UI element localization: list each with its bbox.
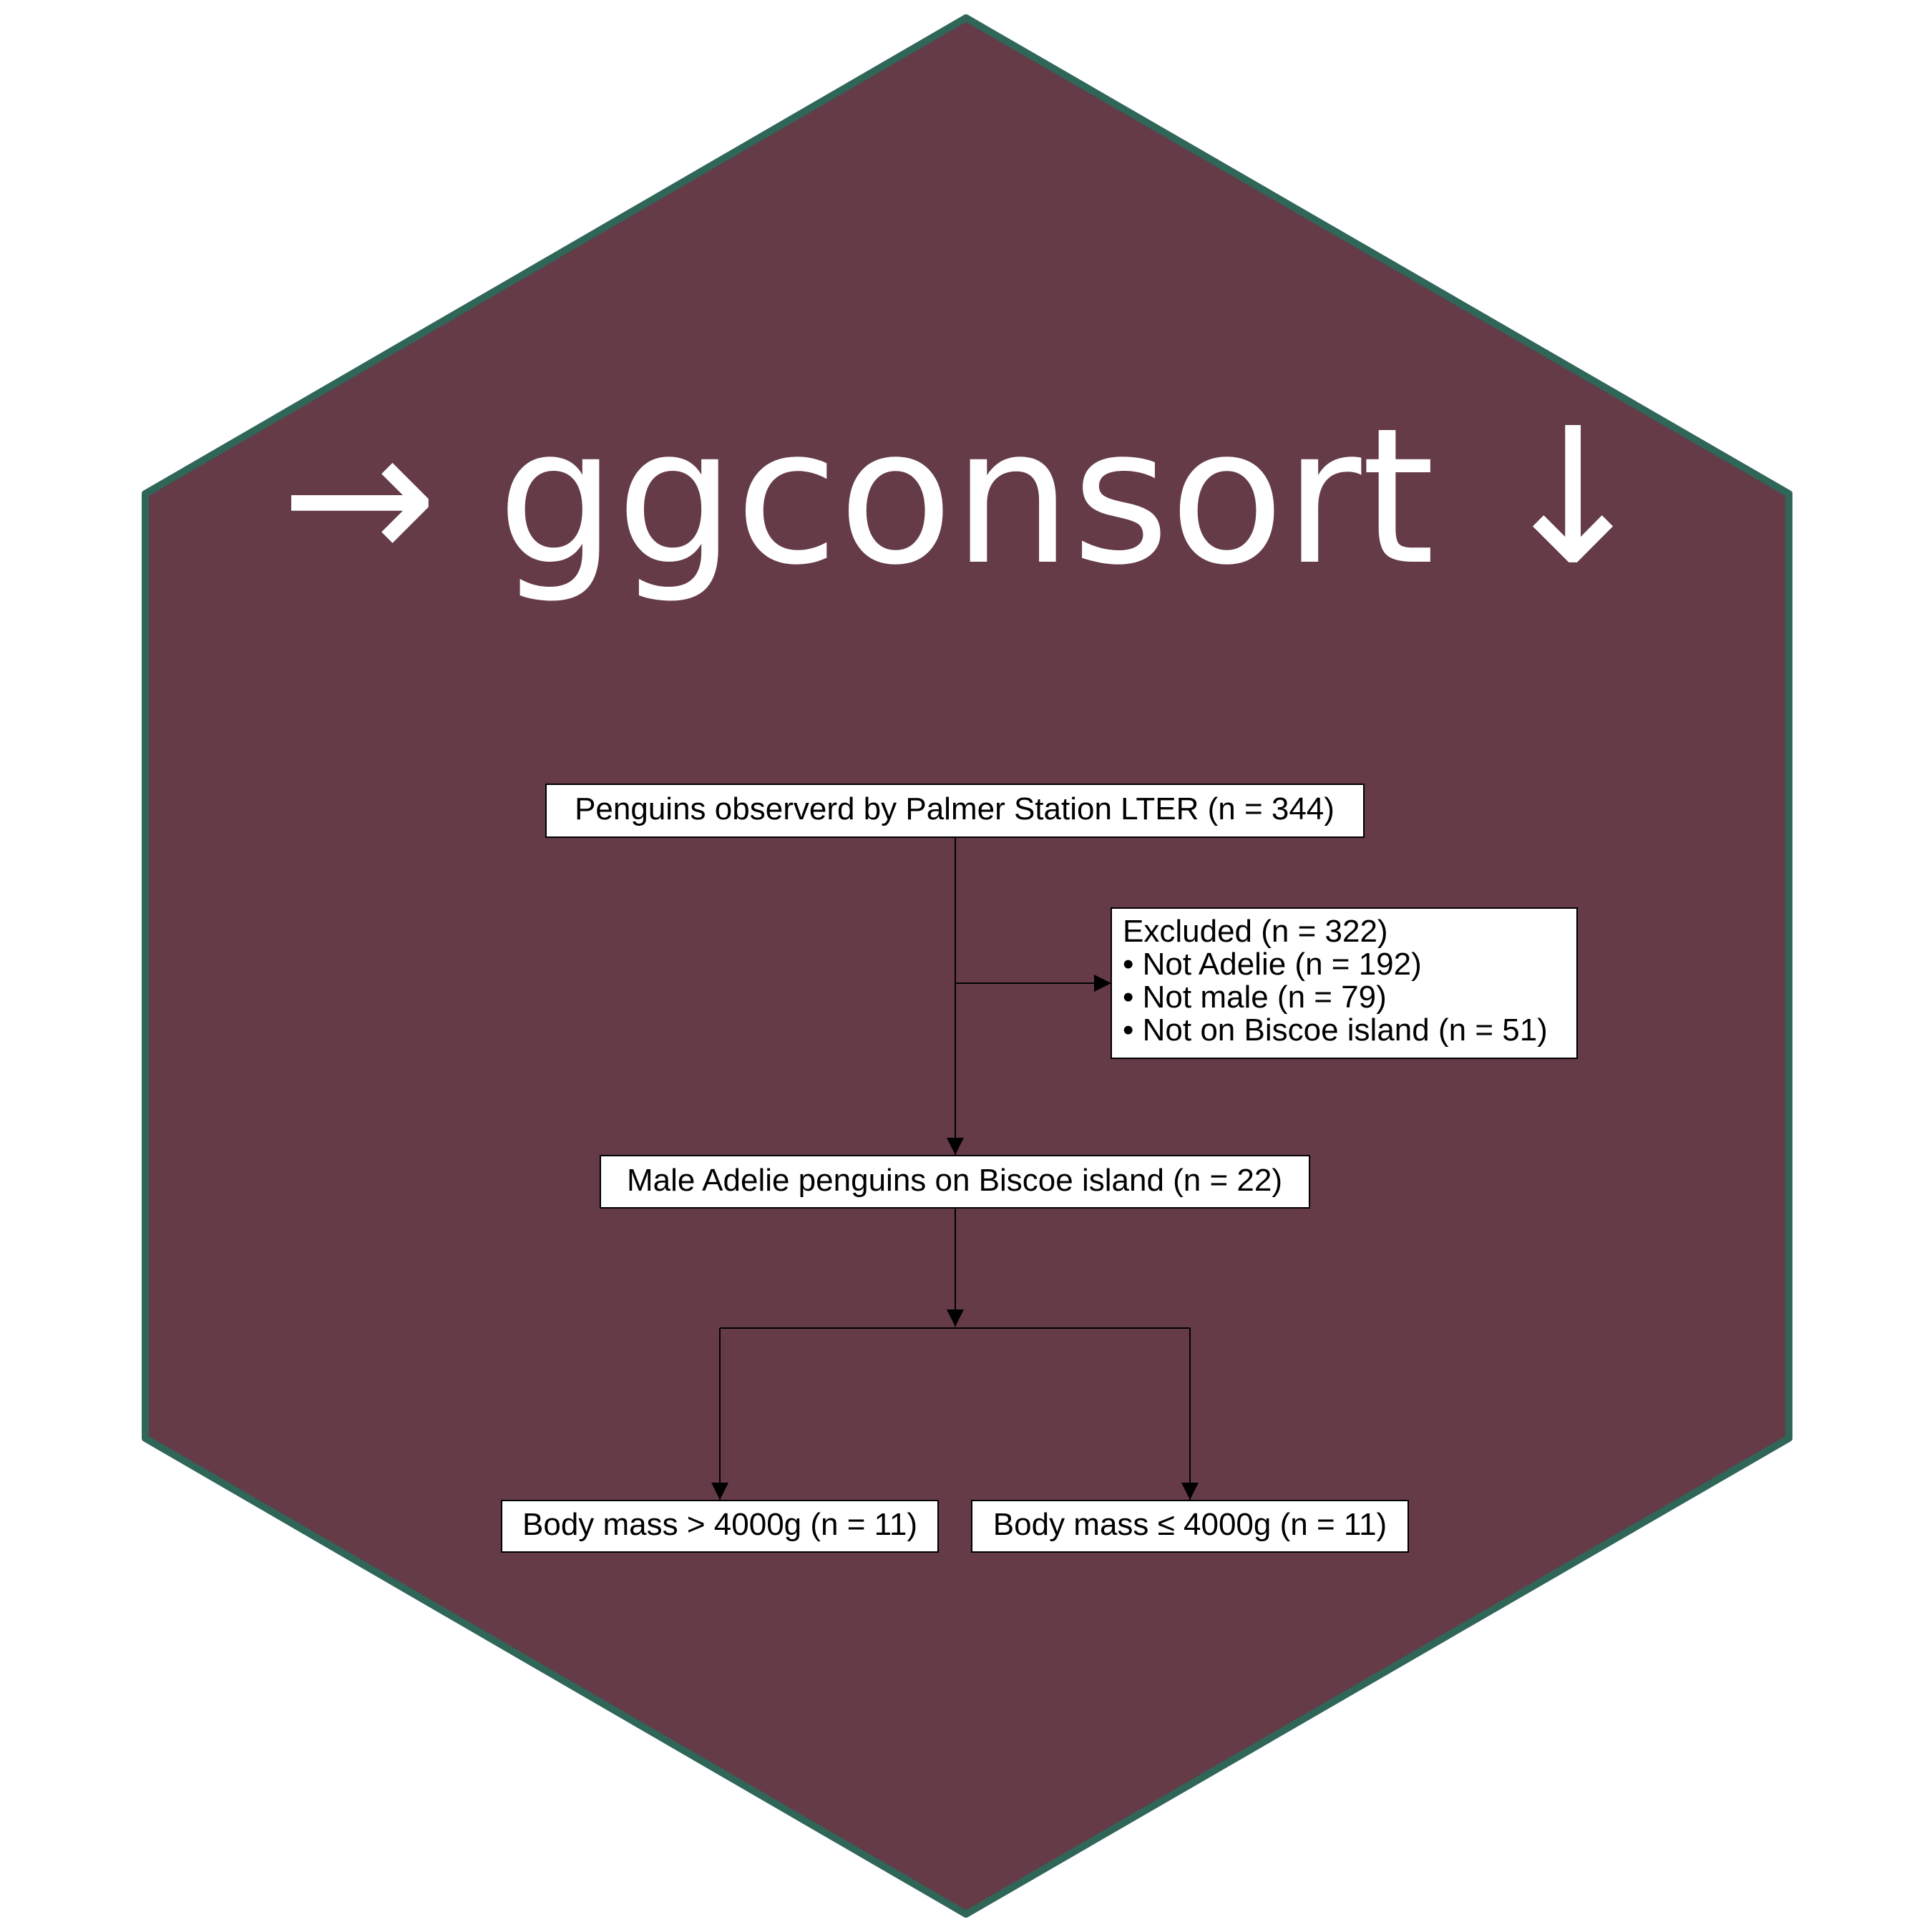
flow-connectors	[711, 837, 1199, 1500]
node-excluded-line: • Not male (n = 79)	[1123, 980, 1387, 1015]
node-root-box	[545, 784, 1365, 838]
node-excluded-box	[1111, 907, 1578, 1059]
node-excluded-line: Excluded (n = 322)	[1123, 914, 1388, 949]
logo-title: → ggconsort ↓	[280, 388, 1652, 606]
node-light-box	[971, 1500, 1409, 1553]
node-included-label: Male Adelie penguins on Biscoe island (n…	[627, 1163, 1282, 1198]
node-heavy: Body mass > 4000g (n = 11)	[501, 1500, 939, 1553]
node-included: Male Adelie penguins on Biscoe island (n…	[600, 1155, 1310, 1209]
node-excluded: Excluded (n = 322) • Not Adelie (n = 192…	[1111, 907, 1578, 1059]
node-excluded-line: • Not Adelie (n = 192)	[1123, 947, 1422, 982]
node-root: Penguins observerd by Palmer Station LTE…	[545, 784, 1365, 838]
node-heavy-label: Body mass > 4000g (n = 11)	[522, 1507, 917, 1542]
node-light: Body mass ≤ 4000g (n = 11)	[971, 1500, 1409, 1553]
node-included-box	[600, 1155, 1310, 1209]
node-heavy-box	[501, 1500, 939, 1553]
node-light-label: Body mass ≤ 4000g (n = 11)	[993, 1507, 1387, 1542]
hexagon-background	[142, 14, 1792, 1918]
node-root-label: Penguins observerd by Palmer Station LTE…	[575, 791, 1335, 826]
node-excluded-line: • Not on Biscoe island (n = 51)	[1123, 1013, 1548, 1048]
